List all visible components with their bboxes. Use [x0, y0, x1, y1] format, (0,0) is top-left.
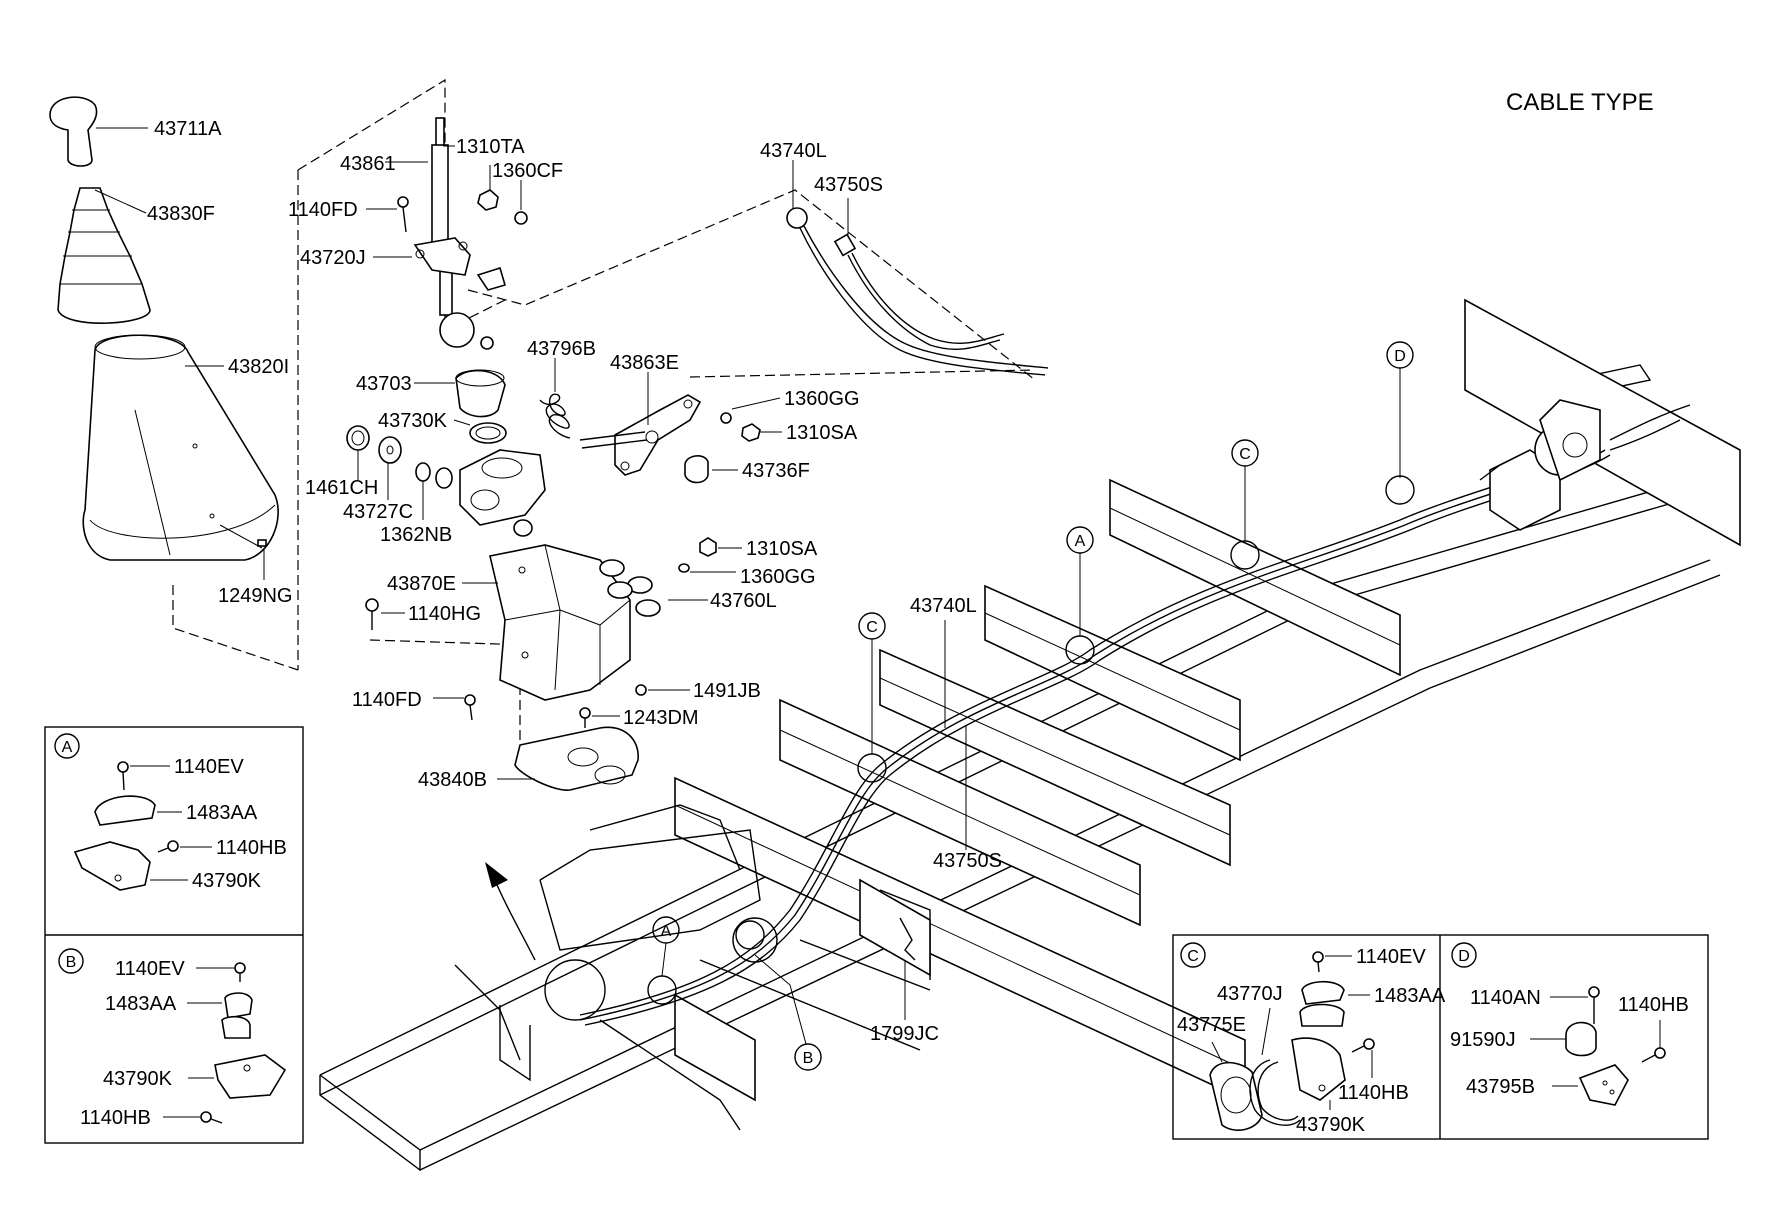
detail-d: D 1140AN 1140HB 91590J 43795B — [1450, 942, 1689, 1106]
console-cover: 43820I 1249NG — [82, 334, 293, 607]
detail-a: A 1140EV 1483AA 1140HB 43790K — [54, 733, 287, 892]
marker-callouts: D C A C A B — [652, 341, 1414, 1071]
svg-text:1140HB: 1140HB — [216, 837, 287, 859]
label-43750s-top: 43750S — [814, 174, 883, 196]
svg-text:43790K: 43790K — [192, 870, 262, 892]
spring-43796b: 43796B — [527, 338, 596, 439]
label-43863e: 43863E — [610, 352, 679, 374]
lever-fasteners: 1360CF 1140FD 43720J — [288, 160, 563, 269]
label-1310ta: 1310TA — [456, 136, 525, 158]
label-43840b: 43840B — [418, 769, 487, 791]
label-43740l-mid: 43740L — [910, 595, 977, 617]
diagram-title: CABLE TYPE — [1506, 89, 1654, 116]
detail-b: B 1140EV 1483AA 43790K 1140HB — [58, 948, 287, 1129]
up-arrow-icon — [485, 862, 536, 961]
detail-d-marker: D — [1458, 948, 1470, 965]
shift-knob: 43711A — [49, 96, 222, 167]
label-43711a: 43711A — [154, 118, 222, 140]
label-43703: 43703 — [356, 373, 412, 395]
svg-text:43790K: 43790K — [103, 1068, 173, 1090]
svg-text:1140HB: 1140HB — [1618, 994, 1689, 1016]
svg-text:1140HB: 1140HB — [1338, 1082, 1409, 1104]
svg-text:1140AN: 1140AN — [1470, 987, 1541, 1009]
vehicle-frame — [319, 298, 1741, 1172]
svg-text:43795B: 43795B — [1466, 1076, 1535, 1098]
label-1140fd-b: 1140FD — [352, 689, 422, 711]
label-1140fd-a: 1140FD — [288, 199, 358, 221]
svg-text:43770J: 43770J — [1217, 983, 1283, 1005]
svg-text:1483AA: 1483AA — [1374, 985, 1446, 1007]
label-1140hg: 1140HG — [408, 603, 481, 625]
svg-text:43790K: 43790K — [1296, 1114, 1366, 1136]
label-1362nb: 1362NB — [380, 524, 452, 546]
svg-text:91590J: 91590J — [1450, 1029, 1516, 1051]
label-43720j: 43720J — [300, 247, 366, 269]
svg-text:1140HB: 1140HB — [80, 1107, 151, 1129]
label-43740l-top: 43740L — [760, 140, 827, 162]
label-43870e: 43870E — [387, 573, 456, 595]
detail-c-marker: C — [1187, 948, 1199, 965]
label-1360gg-b: 1360GG — [740, 566, 816, 588]
label-43750s-mid: 43750S — [933, 850, 1002, 872]
label-43820i: 43820I — [228, 356, 289, 378]
label-43861: 43861 — [340, 153, 396, 175]
marker-c-2: C — [866, 619, 878, 636]
label-1491jb: 1491JB — [693, 680, 761, 702]
label-43760l: 43760L — [710, 590, 777, 612]
svg-text:1140EV: 1140EV — [1356, 946, 1426, 968]
shift-arm-43863e: 43863E 1360GG 1310SA 43736F — [579, 352, 860, 484]
svg-text:1140EV: 1140EV — [115, 958, 185, 980]
marker-d: D — [1394, 348, 1406, 365]
svg-text:1483AA: 1483AA — [105, 993, 177, 1015]
detail-panel-ab: A 1140EV 1483AA 1140HB 43790K B 1140EV — [44, 726, 304, 1144]
label-43736f: 43736F — [742, 460, 810, 482]
marker-a-1: A — [1075, 533, 1086, 550]
label-1243dm: 1243DM — [623, 707, 699, 729]
label-43727c: 43727C — [343, 501, 413, 523]
svg-text:1799JC: 1799JC — [870, 1023, 939, 1045]
upper-cables: 43740L 43750S — [760, 140, 1049, 376]
marker-a-2: A — [661, 923, 672, 940]
label-43730k: 43730K — [378, 410, 448, 432]
detail-c: C 1140EV 43770J 1483AA 43775E 1140HB — [1177, 942, 1446, 1136]
label-1360cf: 1360CF — [492, 160, 563, 182]
shift-boot: 43830F — [57, 187, 215, 324]
label-43796b: 43796B — [527, 338, 596, 360]
shift-lever: 43861 1310TA — [340, 117, 525, 350]
shift-cables — [579, 404, 1691, 1026]
label-43830f: 43830F — [147, 203, 215, 225]
detail-panel-cd: C 1140EV 43770J 1483AA 43775E 1140HB — [1172, 934, 1709, 1140]
label-1310sa-b: 1310SA — [746, 538, 818, 560]
detail-a-marker: A — [62, 739, 73, 756]
marker-c-1: C — [1239, 446, 1251, 463]
marker-b: B — [803, 1050, 814, 1067]
transmission — [1479, 399, 1601, 531]
label-1249ng: 1249NG — [218, 585, 293, 607]
detail-b-marker: B — [66, 954, 77, 971]
label-1310sa-a: 1310SA — [786, 422, 858, 444]
lever-housing: 43730K 1461CH 43727C 1362NB — [305, 410, 546, 546]
part-1799jc: 1799JC — [870, 917, 939, 1045]
bracket-43870e: 43870E 43760L 1310SA 1360GG 1140HG 1140F… — [352, 537, 818, 729]
svg-text:1140EV: 1140EV — [174, 756, 244, 778]
svg-text:43775E: 43775E — [1177, 1014, 1246, 1036]
label-1461ch: 1461CH — [305, 477, 378, 499]
plate-43840b: 43840B — [418, 726, 639, 791]
label-1360gg-a: 1360GG — [784, 388, 860, 410]
svg-text:1483AA: 1483AA — [186, 802, 258, 824]
bushing-43703: 43703 — [356, 369, 506, 418]
